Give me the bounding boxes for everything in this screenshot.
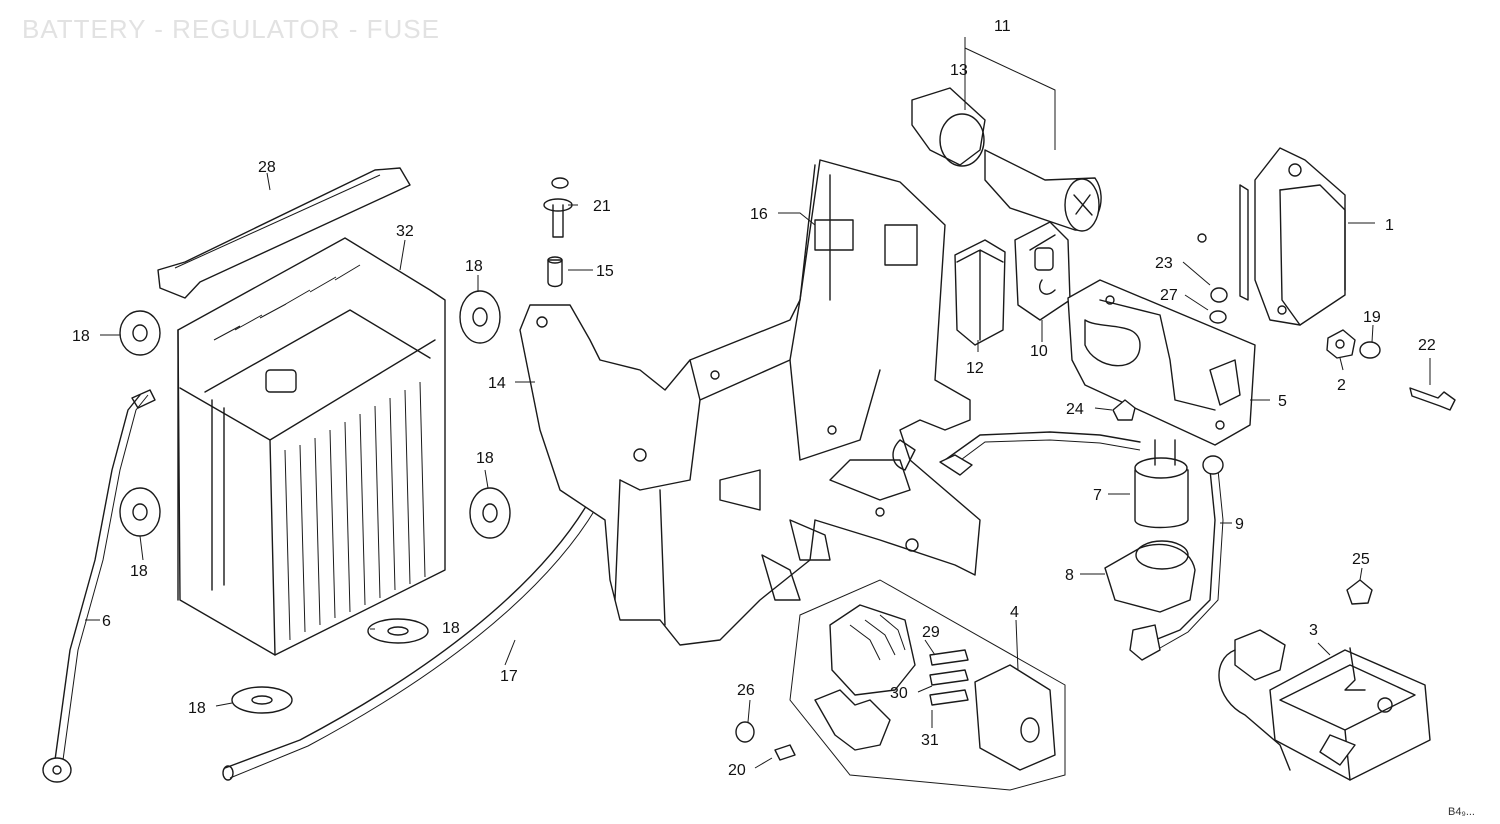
callout-29: 29 — [922, 624, 940, 641]
rubber-cushions — [119, 290, 511, 714]
callout-4: 4 — [1010, 604, 1019, 621]
callout-22: 22 — [1418, 337, 1436, 354]
callout-6: 6 — [102, 613, 111, 630]
callout-31: 31 — [921, 732, 939, 749]
callout-17: 17 — [500, 668, 518, 685]
callout-16: 16 — [750, 206, 768, 223]
callout-18-d: 18 — [130, 563, 148, 580]
callout-3: 3 — [1309, 622, 1318, 639]
rectifier — [1218, 629, 1431, 781]
callout-7: 7 — [1093, 487, 1102, 504]
callout-18-b: 18 — [465, 258, 483, 275]
fuse-holder-10 — [1014, 221, 1071, 321]
callout-18-f: 18 — [188, 700, 206, 717]
diagram-code: B4₉... — [1448, 806, 1475, 818]
callout-20: 20 — [728, 762, 746, 779]
callout-14: 14 — [488, 375, 506, 392]
callout-5: 5 — [1278, 393, 1287, 410]
callout-26: 26 — [737, 682, 755, 699]
callout-18-c: 18 — [476, 450, 494, 467]
callout-10: 10 — [1030, 343, 1048, 360]
battery-cable — [42, 389, 156, 783]
starter-relay — [939, 431, 1189, 529]
callout-23: 23 — [1155, 255, 1173, 272]
callout-19: 19 — [1363, 309, 1381, 326]
regulator-bracket — [1067, 279, 1256, 446]
leader-lines — [85, 37, 1431, 769]
callout-24: 24 — [1066, 401, 1084, 418]
small-fasteners — [735, 233, 1456, 761]
diagram-title: BATTERY - REGULATOR - FUSE — [22, 14, 440, 44]
callout-18-e: 18 — [442, 620, 460, 637]
callout-27: 27 — [1160, 287, 1178, 304]
relay-cable — [1104, 455, 1224, 661]
fuse-holder — [911, 87, 1102, 232]
callout-9: 9 — [1235, 516, 1244, 533]
callout-15: 15 — [596, 263, 614, 280]
regulator — [1239, 147, 1346, 326]
callout-8: 8 — [1065, 567, 1074, 584]
battery-case — [519, 159, 981, 646]
callout-25: 25 — [1352, 551, 1370, 568]
callouts: 1 2 3 4 5 6 7 8 9 10 11 12 13 14 15 16 1… — [72, 18, 1436, 779]
callout-12: 12 — [966, 360, 984, 377]
fuse-box-group — [789, 579, 1066, 791]
callout-30: 30 — [890, 685, 908, 702]
battery-strap — [157, 167, 411, 299]
callout-32: 32 — [396, 223, 414, 240]
callout-18-a: 18 — [72, 328, 90, 345]
callout-2: 2 — [1337, 377, 1346, 394]
callout-13: 13 — [950, 62, 968, 79]
callout-1: 1 — [1385, 217, 1394, 234]
battery — [177, 237, 446, 656]
fuse-12 — [954, 239, 1006, 346]
callout-11: 11 — [994, 18, 1011, 35]
callout-21: 21 — [593, 198, 611, 215]
callout-28: 28 — [258, 159, 276, 176]
